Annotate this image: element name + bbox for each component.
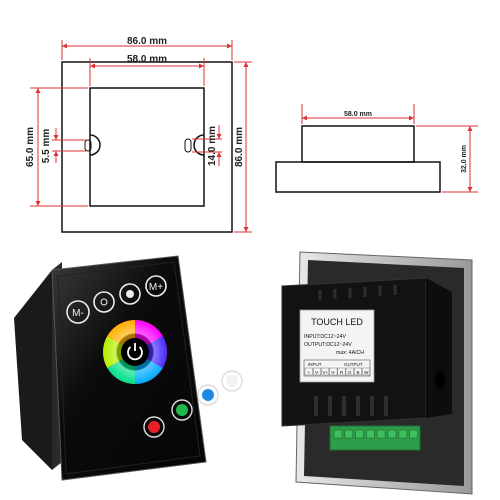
mode-plus-label: M+ <box>149 282 163 293</box>
side-box <box>301 125 415 163</box>
right-slot-hole <box>184 138 192 153</box>
dim-side-depth: 32.0 mm <box>461 145 468 173</box>
front-view-drawing: 86.0 mm 58.0 mm 65.0 mm 5.5 mm 86.0 mm 1… <box>25 36 252 233</box>
left-slot-hole <box>84 139 92 152</box>
pin-label: V+ <box>322 370 328 375</box>
front-inner-box <box>89 87 205 207</box>
label-terminal-input: INPUT <box>308 362 322 367</box>
blue-button[interactable] <box>197 384 219 406</box>
brightness-down-button[interactable] <box>93 291 115 313</box>
top-button-row: M- M+ <box>66 275 167 324</box>
terminal-screw <box>398 429 408 439</box>
pin-label: G <box>348 370 352 375</box>
dim-front-height-outer: 86.0 mm <box>234 127 245 167</box>
dim-side-width: 58.0 mm <box>344 111 372 118</box>
side-view-drawing: 58.0 mm 32.0 mm <box>275 104 478 193</box>
terminal-screw <box>333 429 343 439</box>
dim-front-height-inner: 65.0 mm <box>25 127 36 167</box>
color-wheel[interactable] <box>103 320 167 384</box>
dim-front-slot-right: 14.0 mm <box>207 126 218 166</box>
label-input: INPUT:DC12~24V <box>304 334 346 340</box>
mount-hole <box>435 372 445 388</box>
brightness-up-button[interactable] <box>119 283 141 305</box>
power-icon <box>127 346 143 361</box>
green-button[interactable] <box>171 399 193 421</box>
pin-label: + <box>307 370 310 375</box>
right-mount-slot <box>193 134 205 156</box>
label-title: TOUCH LED <box>311 317 363 327</box>
pin-label: W <box>364 370 369 375</box>
back-panel-photo: TOUCH LED INPUT:DC12~24V OUTPUT:DC12~24V… <box>281 251 473 495</box>
label-terminal-output: OUTPUT <box>344 362 363 367</box>
color-button-row <box>143 370 243 438</box>
terminal-screw <box>344 429 354 439</box>
side-plate <box>275 161 441 193</box>
label-max: max: 4A/CH <box>336 350 364 356</box>
terminal-block <box>329 425 421 451</box>
terminal-screw <box>376 429 386 439</box>
panel-edge <box>14 270 52 470</box>
dim-front-slot-left: 5.5 mm <box>41 129 52 164</box>
white-button[interactable] <box>221 370 243 392</box>
terminal-screw <box>355 429 364 439</box>
front-outer-plate <box>61 61 233 233</box>
terminal-screw <box>387 429 397 439</box>
pin-label: R <box>340 370 344 375</box>
pin-label: V- <box>331 370 336 375</box>
front-panel-photo: M- M+ <box>14 255 243 481</box>
label-output: OUTPUT:DC12~24V <box>304 342 352 348</box>
sun-small-icon <box>100 298 108 306</box>
dim-front-width-outer: 86.0 mm <box>127 36 167 47</box>
terminal-screw <box>409 429 418 439</box>
pin-label: V- <box>315 370 320 375</box>
terminal-screw <box>366 429 375 439</box>
power-button[interactable] <box>121 338 149 366</box>
sun-large-icon <box>126 290 134 298</box>
pin-label: B <box>356 370 359 375</box>
mode-plus-button[interactable] <box>145 275 167 297</box>
red-button[interactable] <box>143 416 165 438</box>
mode-minus-label: M- <box>72 308 84 319</box>
dim-front-width-inner: 58.0 mm <box>127 54 167 65</box>
left-mount-slot <box>89 134 101 156</box>
mode-minus-button[interactable] <box>66 300 90 324</box>
